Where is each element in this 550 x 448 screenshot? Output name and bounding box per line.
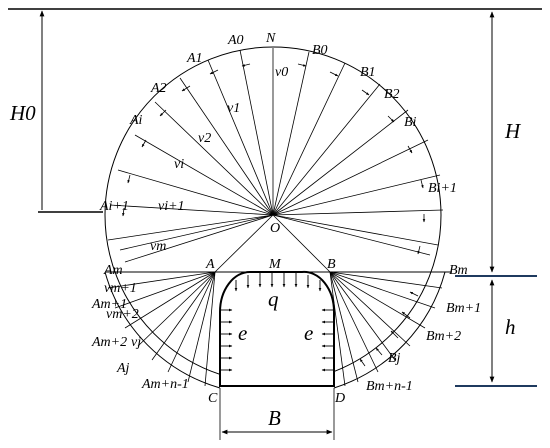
point-am-label: Am — [103, 263, 123, 278]
point-ai-label: Ai — [129, 113, 143, 128]
point-aj-label: Aj — [116, 361, 130, 376]
point-ai1-label: Ai+1 — [99, 199, 129, 214]
point-a-label: A — [205, 257, 215, 272]
h-label: H — [504, 119, 522, 143]
crown-load-q-label: q — [268, 287, 279, 311]
left-wall-e-label: e — [238, 321, 247, 345]
lower-failure-arc-left — [104, 271, 221, 389]
velocity-vm2-label: vm+2 — [106, 307, 139, 322]
left-lower-radial-lines — [107, 271, 216, 387]
velocity-v1-label: v1 — [227, 101, 240, 116]
velocity-vi-label: vi — [174, 157, 184, 172]
velocity-v0-label: v0 — [275, 65, 288, 80]
point-a2-label: A2 — [150, 81, 167, 96]
tunnel-outline — [219, 270, 336, 387]
point-n-label: N — [265, 31, 276, 46]
point-bmn1-label: Bm+n-1 — [366, 379, 413, 394]
point-bj-label: Bj — [388, 351, 401, 366]
point-amn1-label: Am+n-1 — [141, 377, 189, 392]
right-wall-e-label: e — [304, 321, 313, 345]
velocity-vm-label: vm — [150, 239, 166, 254]
point-bi1-label: Bi+1 — [428, 181, 457, 196]
left-wall-load-arrows — [221, 308, 233, 372]
point-bm2-label: Bm+2 — [426, 329, 461, 344]
upper-radial-lines — [107, 48, 444, 273]
point-bi-label: Bi — [404, 115, 417, 130]
point-am1-label: Am+1 — [91, 297, 127, 312]
velocity-v2-label: v2 — [198, 131, 211, 146]
point-b-label: B — [327, 257, 336, 272]
h0-label: H0 — [9, 101, 36, 125]
right-lower-radial-lines — [329, 271, 443, 387]
point-a0-label: A0 — [227, 33, 244, 48]
point-am2-label: Am+2 — [91, 335, 127, 350]
velocity-vj-label: vj — [131, 335, 141, 350]
point-bm1-label: Bm+1 — [446, 301, 481, 316]
crown-load-arrows — [234, 273, 322, 292]
point-a1-label: A1 — [186, 51, 203, 66]
point-b2-label: B2 — [384, 87, 400, 102]
right-wall-load-arrows — [321, 308, 333, 372]
point-bm-label: Bm — [449, 263, 468, 278]
velocity-vi1-label: vi+1 — [158, 199, 185, 214]
point-b0-label: B0 — [312, 43, 328, 58]
point-o-label: O — [270, 221, 280, 236]
point-d-label: D — [334, 391, 345, 406]
lower-failure-arc-right — [333, 271, 446, 389]
point-c-label: C — [208, 391, 218, 406]
boundary-velocity-arrows — [122, 63, 426, 367]
h-small-label: h — [505, 315, 516, 339]
b-width-label: B — [268, 406, 281, 430]
point-b1-label: B1 — [360, 65, 376, 80]
point-m-label: M — [268, 257, 282, 272]
velocity-vm1-label: vm+1 — [104, 281, 137, 296]
